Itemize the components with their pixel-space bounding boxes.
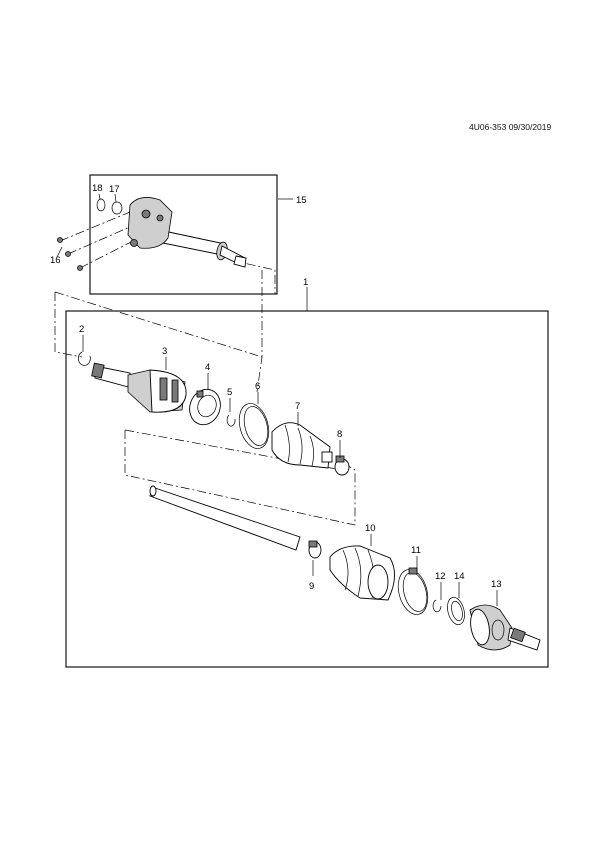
snap-ring-12 xyxy=(432,599,442,613)
callout-14: 14 xyxy=(454,571,465,582)
bolts-16 xyxy=(57,237,83,271)
callout-17: 17 xyxy=(109,184,120,195)
callout-4: 4 xyxy=(205,362,210,373)
alignment-lines xyxy=(54,211,356,526)
snap-ring-5 xyxy=(226,414,236,427)
inner-joint-assembly-15 xyxy=(127,197,247,268)
clamp-8 xyxy=(334,455,350,476)
tripod-housing-3 xyxy=(91,362,187,413)
clamp-6 xyxy=(238,403,270,449)
callout-7: 7 xyxy=(295,401,300,412)
leader-lines xyxy=(56,193,498,606)
callout-10: 10 xyxy=(365,523,376,534)
outer-joint-13 xyxy=(469,604,541,651)
ring-14 xyxy=(447,596,465,626)
boot-7 xyxy=(271,422,333,469)
callout-6: 6 xyxy=(255,381,260,392)
callout-8: 8 xyxy=(337,429,342,440)
clamp-11 xyxy=(397,567,429,615)
clip-18 xyxy=(96,198,106,212)
inset-frame-15 xyxy=(89,174,278,295)
callout-15: 15 xyxy=(296,195,307,206)
callout-3: 3 xyxy=(162,346,167,357)
document-id: 4U06-353 09/30/2019 xyxy=(469,122,552,132)
callout-12: 12 xyxy=(435,571,446,582)
clip-17 xyxy=(111,201,123,215)
callout-2: 2 xyxy=(79,324,84,335)
boot-10 xyxy=(329,545,395,601)
clamp-9 xyxy=(308,540,322,559)
callout-18: 18 xyxy=(92,183,103,194)
callout-16: 16 xyxy=(50,255,61,266)
shaft xyxy=(149,485,301,551)
tripod-4 xyxy=(189,388,221,426)
circlip-2 xyxy=(78,351,91,366)
callout-5: 5 xyxy=(227,387,232,398)
callout-1: 1 xyxy=(303,277,308,288)
callout-13: 13 xyxy=(491,579,502,590)
callout-11: 11 xyxy=(411,545,421,556)
callout-9: 9 xyxy=(309,581,314,592)
